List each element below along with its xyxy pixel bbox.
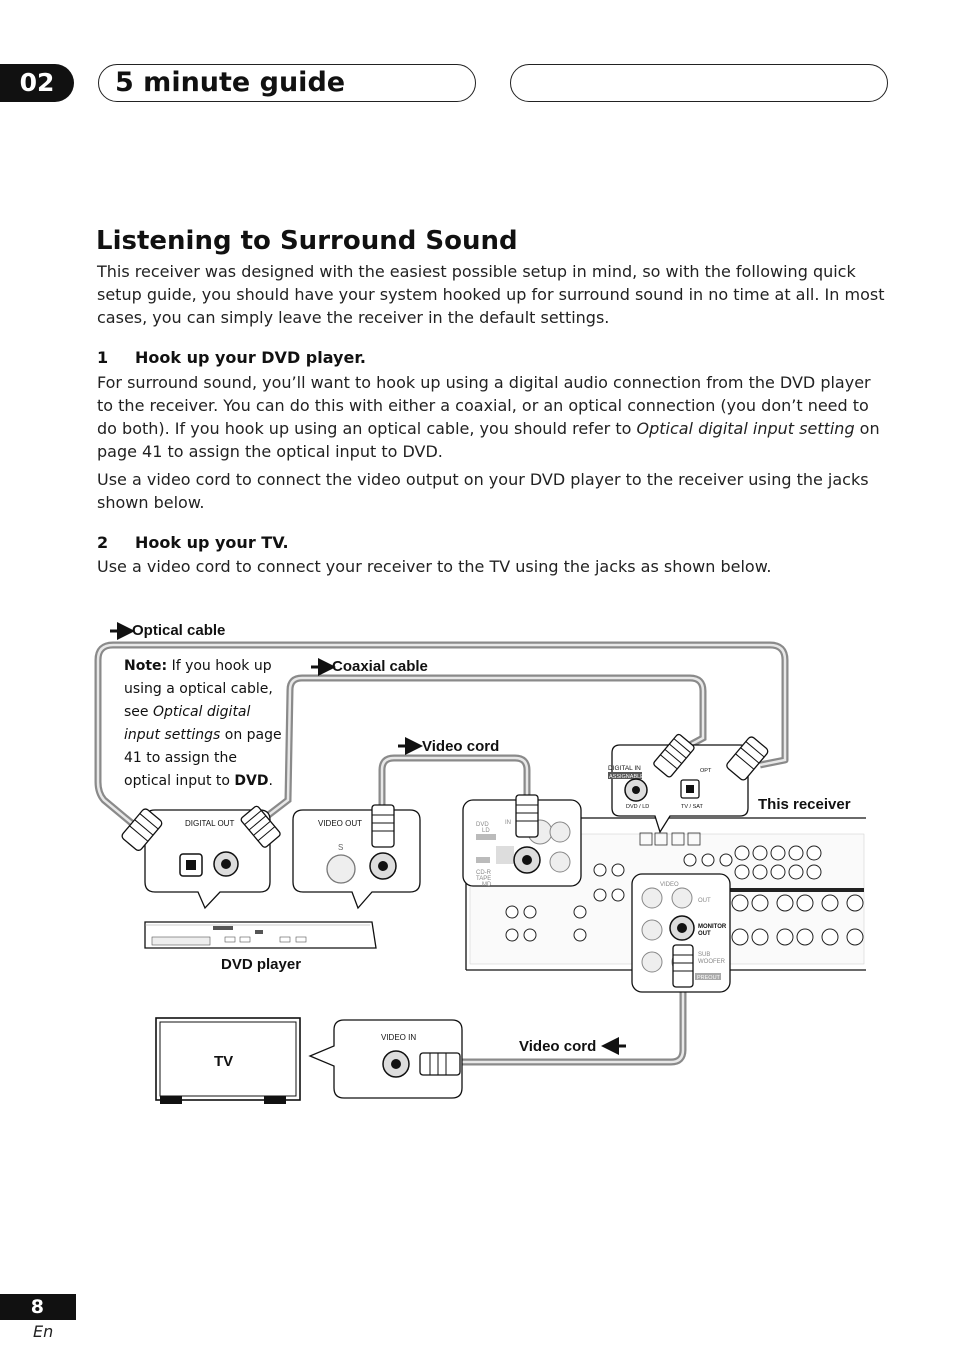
receiver-monitor-out-callout: VIDEO OUT MONITOR OUT SUB WOOFER PREOUT	[631, 873, 731, 993]
rx-woofer-label: WOOFER	[698, 959, 726, 965]
rx-md-label: MD	[482, 882, 492, 888]
dvd-player-label: DVD player	[221, 956, 301, 973]
video-plug-dvd	[371, 804, 395, 848]
note-label: Note:	[124, 658, 168, 674]
step-2-title: Hook up your TV.	[135, 533, 289, 552]
rx-monitor-label: MONITOR	[698, 924, 727, 930]
video-cord-top-label: Video cord	[422, 738, 499, 755]
header-blank-pill	[510, 64, 888, 102]
step-1-text-a: For surround sound, you’ll want to hook …	[97, 373, 871, 438]
video-in-jack-label: VIDEO IN	[381, 1033, 416, 1042]
this-receiver-label: This receiver	[758, 796, 851, 813]
connection-diagram: Optical cable Coaxial cable Video cord V…	[94, 622, 866, 1104]
rx-dvd-label: DVD	[476, 822, 489, 828]
rx-preout-label: PREOUT	[697, 975, 721, 981]
assignable-tag	[608, 772, 642, 779]
s-video-jack	[326, 854, 356, 884]
rx-ld-label: LD	[482, 828, 490, 834]
optical-cable-label: Optical cable	[132, 622, 225, 639]
section-title: Listening to Surround Sound	[96, 226, 518, 256]
rx-sub-label: SUB	[698, 952, 710, 958]
rx-out-label: OUT	[698, 898, 711, 904]
tv-video-in-callout: VIDEO IN	[308, 1019, 463, 1099]
note-box: Note: If you hook up using a optical cab…	[124, 658, 282, 789]
optical-plug-dvd	[121, 808, 163, 851]
coaxial-plug-receiver	[653, 733, 695, 778]
language-code: En	[33, 1322, 54, 1341]
optical-plug-receiver	[726, 736, 769, 781]
receiver-digital-in-callout: DIGITAL IN ASSIGNABLE DVD / LD OPT TV / …	[608, 733, 769, 834]
receiver-video-in-callout: DVD LD IN CD-R TAPE MD	[462, 794, 582, 888]
intro-paragraph: This receiver was designed with the easi…	[97, 262, 885, 327]
opt-label: OPT	[700, 768, 712, 774]
step-1-title: Hook up your DVD player.	[135, 348, 366, 367]
note-bold-dvd: DVD	[234, 773, 269, 789]
dvd-ld-label: DVD / LD	[626, 804, 649, 810]
coaxial-plug-dvd	[240, 805, 281, 848]
step-1-heading: 1 Hook up your DVD player.	[97, 348, 366, 367]
note-text-2: on page 41 to assign the optical input t…	[124, 727, 282, 789]
note-text-1: If you hook up using a optical cable, se…	[124, 658, 273, 720]
chapter-title-pill: 5 minute guide	[98, 64, 476, 102]
video-cord-top-line	[378, 754, 531, 805]
page-number: 8	[0, 1294, 76, 1320]
video-plug-tv	[419, 1052, 461, 1076]
tv-label: TV	[214, 1053, 233, 1070]
note-period: .	[268, 773, 273, 789]
assignable-label: ASSIGNABLE	[609, 774, 644, 780]
digital-in-label: DIGITAL IN	[608, 765, 641, 772]
chapter-title: 5 minute guide	[115, 67, 346, 98]
step-1-paragraph-2: Use a video cord to connect the video ou…	[97, 470, 869, 512]
dvd-video-out-callout: VIDEO OUT S	[292, 804, 421, 910]
rx-tape-label: TAPE	[476, 876, 491, 882]
rx-cdr-label: CD-R	[476, 870, 492, 876]
tv-illustration: TV	[155, 1017, 301, 1104]
step-1-paragraph-1: For surround sound, you’ll want to hook …	[97, 371, 887, 463]
rx-in-label: IN	[505, 820, 511, 826]
step-2-heading: 2 Hook up your TV.	[97, 533, 289, 552]
video-plug-receiver-in	[515, 794, 539, 838]
video-out-jack-label: VIDEO OUT	[318, 819, 362, 828]
rx-video-label: VIDEO	[660, 882, 679, 888]
tv-sat-label: TV / SAT	[681, 804, 704, 810]
step-1-text-b: on page 41 to assign the optical input t…	[97, 419, 880, 461]
digital-out-jack-label: DIGITAL OUT	[185, 819, 234, 828]
coaxial-cable-label: Coaxial cable	[332, 658, 428, 675]
note-italic: Optical digital input settings	[124, 704, 251, 743]
chapter-number-badge: 02	[0, 64, 74, 102]
dvd-player-illustration	[144, 921, 377, 949]
s-video-label: S	[338, 843, 343, 852]
step-2-number: 2	[97, 533, 109, 552]
optical-setting-reference: Optical digital input setting	[636, 419, 855, 438]
rx-out2-label: OUT	[698, 931, 711, 937]
dvd-digital-out-callout: DIGITAL OUT	[121, 805, 281, 910]
video-plug-receiver-out	[672, 944, 694, 988]
video-cord-bottom-label: Video cord	[519, 1038, 596, 1055]
step-1-number: 1	[97, 348, 109, 367]
step-2-paragraph: Use a video cord to connect your receive…	[97, 557, 772, 576]
